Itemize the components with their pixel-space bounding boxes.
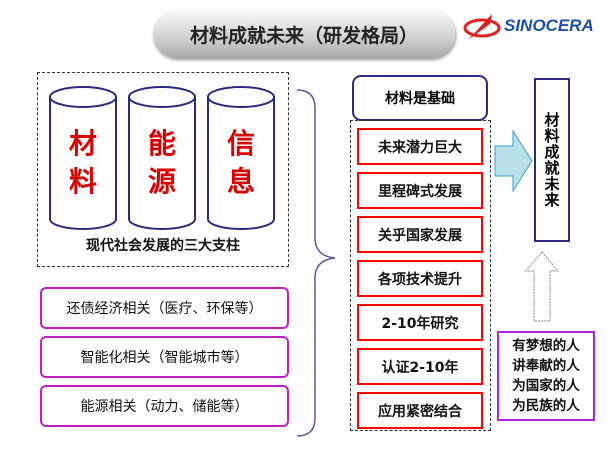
- foundation-box: 材料是基础: [352, 75, 488, 121]
- pillar-text: 料: [68, 165, 97, 198]
- pillar-text: 信: [226, 127, 255, 160]
- people-box: 有梦想的人 讲奉献的人 为国家的人 为民族的人: [497, 331, 595, 421]
- sinocera-logo: SINOCERA: [462, 8, 607, 44]
- feature-box: 里程碑式发展: [357, 172, 483, 209]
- feature-box: 关乎国家发展: [357, 216, 483, 253]
- feature-box: 未来潜力巨大: [357, 128, 483, 165]
- pillars-caption: 现代社会发展的三大支柱: [86, 238, 240, 254]
- area-box: 还债经济相关（医疗、环保等）: [40, 287, 289, 329]
- pillar-materials: 材料: [48, 85, 118, 231]
- brace-icon: [296, 89, 336, 437]
- pillar-energy: 能源: [127, 85, 197, 231]
- page-title: 材料成就未来（研发格局）: [153, 10, 455, 58]
- feature-box: 各项技术提升: [357, 260, 483, 297]
- people-line: 为民族的人: [512, 398, 580, 414]
- pillar-text: 源: [147, 165, 176, 198]
- features-panel: 未来潜力巨大 里程碑式发展 关乎国家发展 各项技术提升 2-10年研究 认证2-…: [350, 120, 491, 431]
- area-box: 智能化相关（智能城市等）: [40, 336, 289, 378]
- arrow-right-icon: [494, 130, 533, 192]
- logo-mark-icon: [463, 14, 501, 40]
- pillar-text: 材: [68, 127, 97, 160]
- feature-box: 认证2-10年: [357, 348, 483, 385]
- feature-box: 应用紧密结合: [357, 392, 483, 429]
- pillar-text: 息: [226, 165, 255, 198]
- people-line: 有梦想的人: [512, 338, 580, 354]
- feature-box: 2-10年研究: [357, 304, 483, 341]
- people-line: 讲奉献的人: [512, 358, 580, 374]
- result-box: 材料成就未来: [534, 78, 570, 242]
- area-box: 能源相关（动力、储能等）: [40, 385, 289, 427]
- pillar-information: 信息: [206, 85, 276, 231]
- pillar-text: 能: [147, 127, 176, 160]
- logo-text: SINOCERA: [504, 16, 594, 35]
- people-line: 为国家的人: [512, 378, 580, 394]
- arrow-up-icon: [524, 251, 560, 322]
- pillars-panel: 材料 能源 信息 现代社会发展的三大支柱: [37, 72, 289, 267]
